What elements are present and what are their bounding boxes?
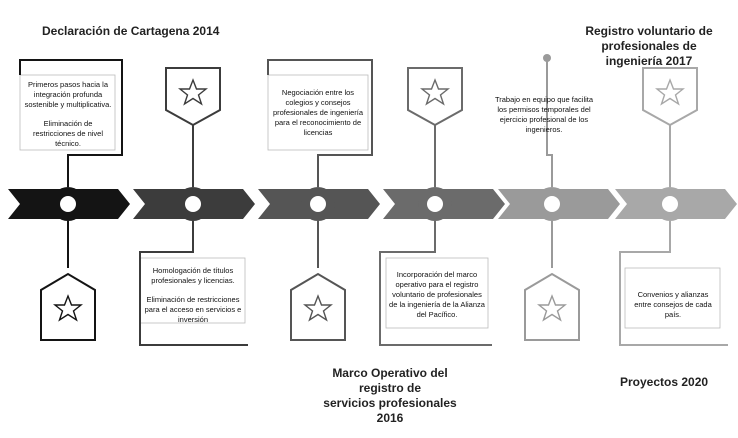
star-icon: [537, 294, 567, 322]
info-box-1-text: Primeros pasos hacia la integración prof…: [22, 80, 114, 149]
connector-3: [267, 59, 373, 187]
milestone-title-2017-line2: ingeniería 2017: [605, 54, 693, 68]
info-box-4-text: Incorporación del marco operativo para e…: [388, 270, 486, 320]
info-box-5-text: Trabajo en equipo que facilita los permi…: [494, 95, 594, 135]
shield-badge-3: [290, 221, 346, 341]
connector-2: [139, 221, 248, 346]
info-box-1-paragraph-1: Primeros pasos hacia la integración prof…: [24, 80, 112, 109]
info-box-6-text: Convenios y alianzas entre consejos de c…: [628, 290, 718, 320]
connector-4: [379, 221, 492, 346]
shield-badge-4: [407, 67, 463, 187]
info-box-5-paragraph-1: Trabajo en equipo que facilita los permi…: [494, 95, 594, 134]
star-icon: [53, 294, 83, 322]
milestone-title-2017-line1: Registro voluntario de profesionales de: [585, 24, 713, 53]
info-box-3-text: Negociación entre los colegios y consejo…: [270, 88, 366, 138]
info-box-2-text: Homologación de títulos profesionales y …: [143, 266, 243, 325]
shield-badge-6: [642, 67, 698, 187]
info-box-2-paragraph-1: Homologación de títulos profesionales y …: [151, 266, 235, 285]
info-box-3-paragraph-1: Negociación entre los colegios y consejo…: [272, 88, 364, 137]
shield-badge-1: [40, 221, 96, 341]
milestone-title-2016-line2: servicios profesionales 2016: [323, 396, 457, 425]
connector-1: [19, 59, 123, 187]
milestone-title-2016-line1: Marco Operativo del registro de: [332, 366, 448, 395]
milestone-title-2020: Proyectos 2020: [620, 375, 709, 389]
info-box-6: [624, 267, 721, 329]
star-icon: [178, 78, 208, 106]
milestone-title-2014: Declaración de Cartagena 2014: [42, 24, 220, 38]
info-box-4: [385, 257, 489, 329]
info-box-1: [19, 74, 116, 151]
connector-5: [546, 58, 553, 187]
connector-5-end-dot: [543, 54, 551, 62]
info-box-1-paragraph-2: Eliminación de restricciones de nivel té…: [32, 119, 104, 148]
info-box-2-paragraph-2: Eliminación de restricciones para el acc…: [144, 295, 242, 324]
star-icon: [420, 78, 450, 106]
star-icon: [303, 294, 333, 322]
star-icon: [655, 78, 685, 106]
info-box-4-paragraph-1: Incorporación del marco operativo para e…: [389, 270, 485, 319]
connector-6: [619, 221, 728, 346]
shield-badge-2: [165, 67, 221, 187]
milestone-title-2016: Marco Operativo del registro de servicio…: [310, 366, 470, 426]
milestone-title-2017: Registro voluntario de profesionales de …: [560, 24, 738, 69]
info-box-6-paragraph-1: Convenios y alianzas entre consejos de c…: [634, 290, 712, 319]
info-box-3: [267, 74, 369, 151]
info-box-2: [139, 257, 246, 324]
shield-badge-5: [524, 221, 580, 341]
